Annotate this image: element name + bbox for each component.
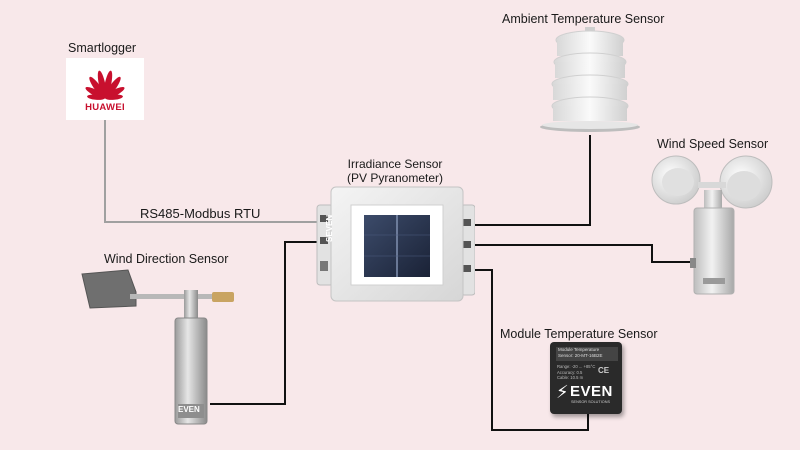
wind-speed-label: Wind Speed Sensor <box>657 137 769 151</box>
huawei-logo-text: HUAWEI <box>85 102 125 113</box>
irradiance-label-line1: Irradiance Sensor <box>347 157 443 171</box>
module-temp-spec2: Accuracy: 0.5 <box>557 369 583 375</box>
module-temp-plate-line1: Module Temperature <box>558 347 600 352</box>
wind-direction-sensor <box>81 269 234 425</box>
lightning-icon: ⚡ <box>556 382 569 402</box>
huawei-logo-icon <box>85 70 125 100</box>
ce-mark-icon: CE <box>598 366 610 375</box>
module-temp-label: Module Temperature Sensor <box>500 327 658 341</box>
wind-direction-label: Wind Direction Sensor <box>104 252 229 266</box>
wind-direction-cable <box>210 241 322 405</box>
wind-speed-sensor <box>651 155 773 295</box>
smartlogger-label: Smartlogger <box>68 41 137 55</box>
module-temp-plate-line2: Sensor: 20-MT-16B2E <box>558 353 603 358</box>
module-temp-brand: EVEN <box>570 383 613 400</box>
protocol-label: RS485-Modbus RTU <box>140 206 261 221</box>
wind-speed-cable <box>470 244 693 263</box>
wind-direction-brand: EVEN <box>178 405 200 414</box>
ambient-cable <box>470 135 591 226</box>
module-temp-cable <box>470 269 589 431</box>
ambient-temperature-sensor <box>540 27 640 132</box>
irradiance-label-line2: (PV Pyranometer) <box>346 171 444 185</box>
smartlogger-device: HUAWEI <box>66 58 144 120</box>
smartlogger-cable <box>104 120 322 223</box>
module-temp-brand-sub: SENSOR SOLUTIONS <box>571 400 611 404</box>
module-temp-spec1: Range: -20 ... +85°C <box>557 364 596 369</box>
module-temperature-sensor: Module Temperature Sensor: 20-MT-16B2E R… <box>550 342 622 414</box>
irradiance-sensor <box>316 186 475 302</box>
irradiance-label: Irradiance Sensor (PV Pyranometer) <box>325 157 465 185</box>
ambient-label: Ambient Temperature Sensor <box>502 12 665 26</box>
module-temp-specs: Range: -20 ... +85°C Accuracy: 0.5 Cable… <box>557 364 595 381</box>
module-temp-spec3: Cable: 10.5 m <box>557 375 584 380</box>
irradiance-side-brand: SEVEN <box>325 214 334 242</box>
module-temp-plate: Module Temperature Sensor: 20-MT-16B2E <box>556 347 618 361</box>
